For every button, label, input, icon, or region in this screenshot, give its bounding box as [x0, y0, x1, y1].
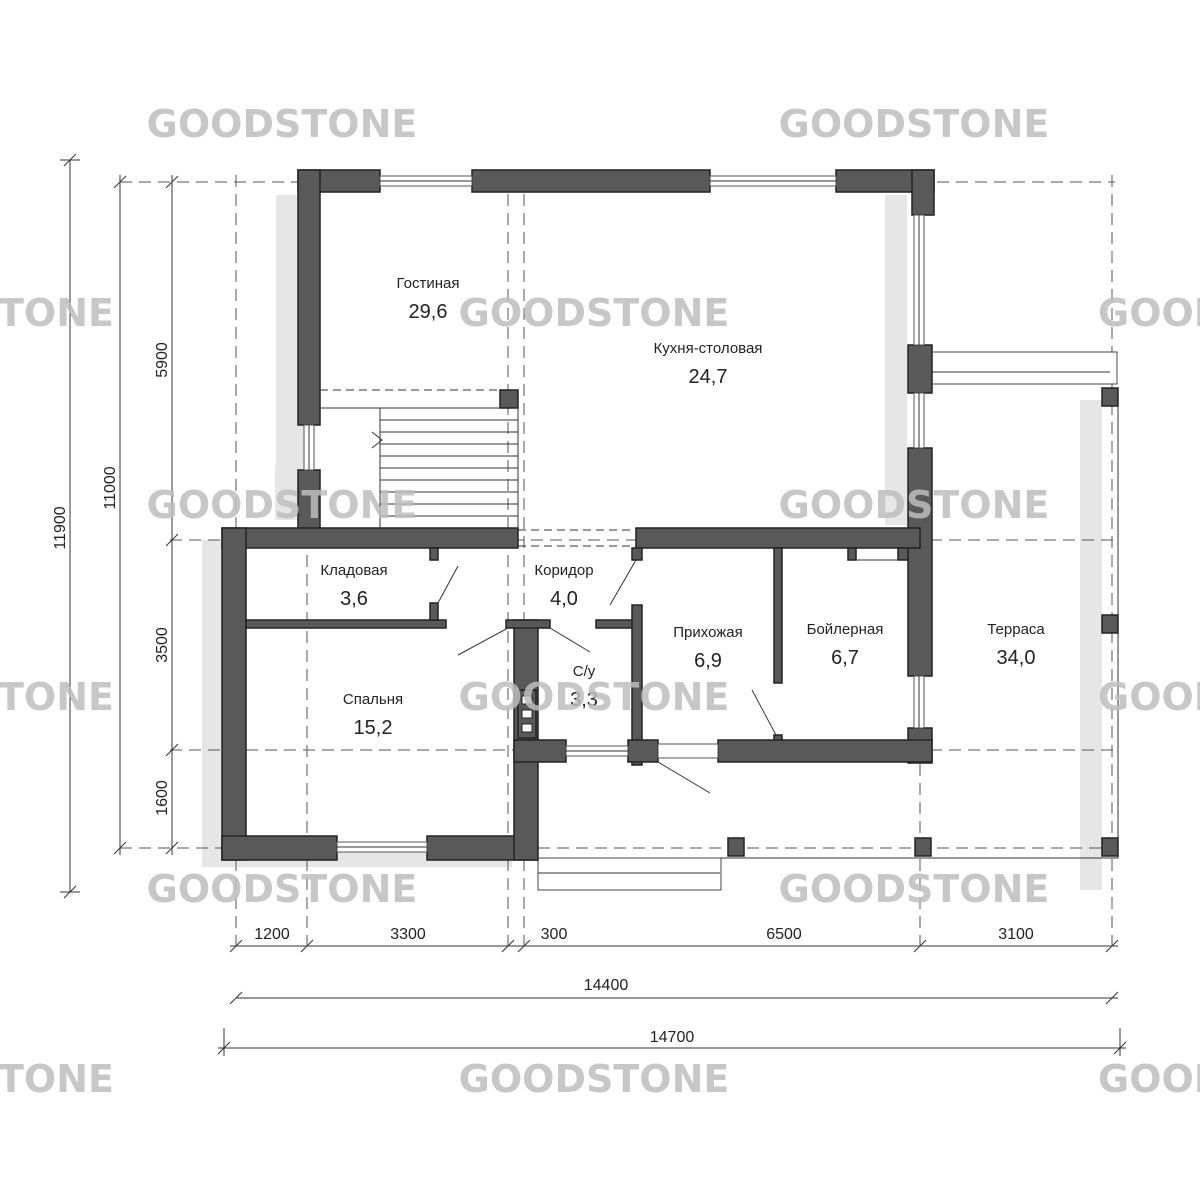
room-labels: Гостиная 29,6 Кухня-столовая 24,7 Кладов… [320, 275, 1045, 739]
dim-bottom-total2: 14700 [650, 1029, 695, 1046]
watermark: GOOD [1098, 1057, 1200, 1101]
room-living-area: 29,6 [409, 301, 448, 323]
dim-bottom-total1: 14400 [584, 977, 629, 994]
left-dimensions: 11900 11000 5900 3500 1600 [52, 153, 179, 899]
watermark: GOODSTONE [147, 483, 418, 527]
watermark: GOODSTONE [779, 483, 1050, 527]
watermark: GOOD [1098, 675, 1200, 719]
room-boiler-name: Бойлерная [807, 621, 884, 638]
dim-left-total: 11900 [52, 506, 69, 549]
room-corridor-name: Коридор [534, 562, 593, 579]
room-corridor-area: 4,0 [550, 588, 578, 610]
walls [221, 169, 1119, 861]
watermark: GOODSTONE [459, 675, 730, 719]
watermark: GOOD [1098, 291, 1200, 335]
dim-bottom-seg3: 300 [541, 926, 568, 943]
dim-left-inner: 11000 [102, 466, 119, 509]
room-terrace-name: Терраса [987, 621, 1045, 638]
room-bedroom-name: Спальня [343, 691, 403, 708]
watermark: GOODSTONE [779, 867, 1050, 911]
room-storage-name: Кладовая [320, 562, 387, 579]
dim-bottom-seg4: 6500 [766, 926, 802, 943]
doors [437, 559, 898, 794]
room-storage-area: 3,6 [340, 588, 368, 610]
watermark: TONE [0, 291, 114, 335]
room-boiler-area: 6,7 [831, 647, 859, 669]
room-hall-area: 6,9 [694, 650, 722, 672]
watermark: TONE [0, 675, 114, 719]
dim-bottom-seg5: 3100 [998, 926, 1034, 943]
watermark: GOODSTONE [779, 102, 1050, 146]
room-wc-name: С/у [573, 663, 596, 680]
room-hall-name: Прихожая [673, 624, 743, 641]
dim-bottom-seg2: 3300 [390, 926, 426, 943]
windows [303, 175, 925, 853]
room-terrace-area: 34,0 [997, 647, 1036, 669]
room-kitchen-name: Кухня-столовая [654, 340, 763, 357]
watermark: TONE [0, 1057, 114, 1101]
watermark: GOODSTONE [459, 291, 730, 335]
watermarks: GOODSTONE GOODSTONE TONE GOODSTONE GOOD … [0, 102, 1200, 1101]
room-kitchen-area: 24,7 [689, 366, 728, 388]
dim-bottom-seg1: 1200 [254, 926, 290, 943]
dim-left-middle: 3500 [154, 627, 171, 663]
dim-left-bottom: 1600 [154, 780, 171, 816]
room-living-name: Гостиная [397, 275, 460, 292]
room-bedroom-area: 15,2 [354, 717, 393, 739]
room-wc-area: 3,3 [570, 689, 598, 711]
dim-left-top: 5900 [154, 342, 171, 378]
watermark: GOODSTONE [459, 1057, 730, 1101]
watermark: GOODSTONE [147, 867, 418, 911]
staircase [320, 389, 636, 547]
bottom-dimensions: 1200 3300 300 6500 3100 14400 14700 [217, 926, 1127, 1056]
terrace-outline [537, 351, 1119, 891]
watermark: GOODSTONE [147, 102, 418, 146]
